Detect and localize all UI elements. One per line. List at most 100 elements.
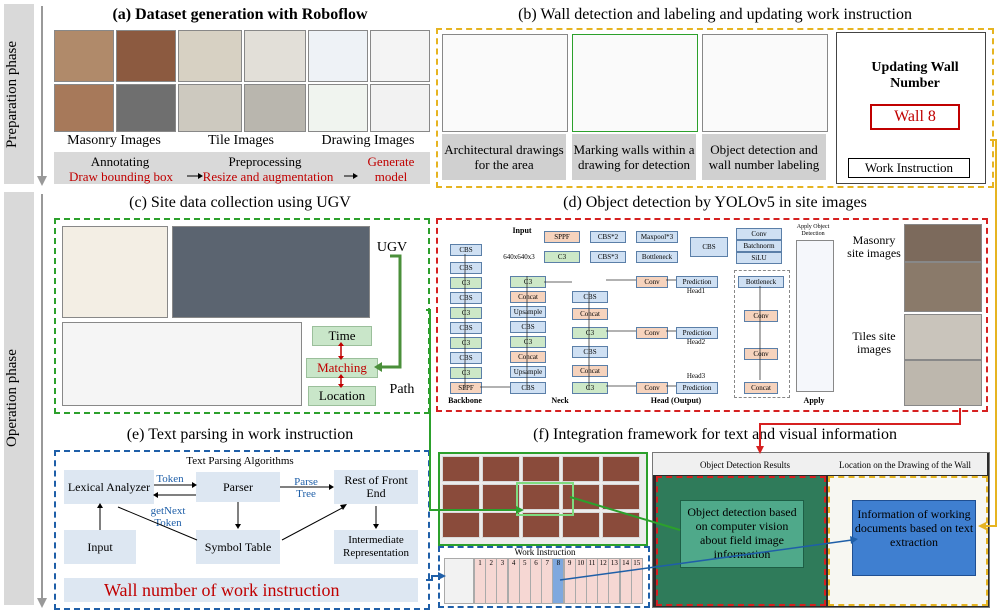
lexical-analyzer: Lexical Analyzer — [64, 470, 154, 504]
legend-maxpool: Maxpool*3 — [636, 231, 678, 243]
step-preprocess-bottom: Resize and augmentation — [202, 169, 334, 184]
head-output-label: Head (Output) — [650, 396, 702, 405]
neck-upsample-a: Upsample — [510, 306, 546, 318]
site-image-tile — [442, 484, 480, 510]
neck-c3-a: C3 — [510, 276, 546, 288]
tile-site-2 — [904, 360, 982, 406]
panel-d-frame — [436, 218, 988, 412]
work-instruction-label: Work Instruction — [848, 158, 970, 178]
step-annotating-top: Annotating — [90, 154, 150, 169]
tile-caption: Tile Images — [208, 133, 274, 148]
neck-cbs-c: CBS — [572, 291, 608, 303]
neck-upsample-b: Upsample — [510, 366, 546, 378]
token-label: Token — [156, 473, 184, 485]
rest-of-front-end: Rest of Front End — [334, 470, 418, 504]
neck-concat-a: Concat — [510, 291, 546, 303]
step-annotating-bottom: Draw bounding box — [69, 169, 173, 184]
location-drawing-label: Location on the Drawing of the Wall — [838, 460, 972, 470]
updating-wall-number: Updating Wall Number — [871, 60, 959, 91]
backbone-cbs-3: CBS — [450, 292, 482, 304]
legend-bottleneck: Bottleneck — [636, 251, 678, 263]
neck-cbs-a: CBS — [510, 321, 546, 333]
bottleneck-detail — [734, 270, 790, 398]
head-prediction-3: Prediction — [676, 382, 718, 394]
info-text-box: Information of working documents based o… — [852, 500, 976, 576]
floorplan-1 — [442, 34, 568, 132]
masonry-photo-3 — [54, 84, 114, 132]
bottleneck-conv-1: Conv — [744, 310, 778, 322]
neck-c3-b: C3 — [510, 336, 546, 348]
backbone-label: Backbone — [448, 396, 482, 405]
head-conv-1: Conv — [636, 276, 668, 288]
legend-cbs2: CBS*2 — [590, 231, 626, 243]
backbone-cbs-2: CBS — [450, 262, 482, 274]
site-image-tile — [482, 512, 520, 538]
step-arrows — [187, 173, 358, 179]
head1-label: Head1 — [686, 287, 706, 295]
backbone-c3-4: C3 — [450, 367, 482, 379]
parser: Parser — [196, 472, 280, 502]
head-conv-3: Conv — [636, 382, 668, 394]
site-image-tile — [602, 484, 640, 510]
drawing-photo-1 — [308, 30, 368, 82]
backbone-cbs-4: CBS — [450, 322, 482, 334]
odr-label: Object Detection Results — [700, 460, 790, 470]
algo-title: Text Parsing Algorithms — [186, 455, 294, 467]
od-text-box: Object detection based on computer visio… — [680, 500, 804, 568]
preparation-phase-bar — [4, 4, 34, 184]
tile-photo-3 — [178, 84, 242, 132]
tile-photo-4 — [244, 84, 306, 132]
apply-label: Apply — [803, 396, 825, 405]
masonry-caption: Masonry Images — [67, 133, 161, 148]
backbone-cbs-5: CBS — [450, 352, 482, 364]
legend-c3: C3 — [544, 251, 580, 263]
backbone-c3-2: C3 — [450, 307, 482, 319]
panel-e-frame — [54, 450, 430, 610]
site-image-tile — [482, 456, 520, 482]
bottleneck-concat: Concat — [744, 382, 778, 394]
neck-concat-d: Concat — [572, 365, 608, 377]
ugv-photo — [172, 226, 370, 318]
step-generate-bottom: model — [374, 169, 408, 184]
panel-f-title: (f) Integration framework for text and v… — [533, 426, 897, 443]
site-image-tile — [562, 512, 600, 538]
backbone-c3-3: C3 — [450, 337, 482, 349]
site-image-tile — [522, 456, 560, 482]
site-image-tile — [522, 484, 560, 510]
backbone-c3-1: C3 — [450, 277, 482, 289]
ugv-label: UGV — [376, 240, 408, 255]
legend-batchnorm: Batchnorm — [736, 240, 782, 252]
operation-phase-bar — [4, 192, 34, 605]
head3-label: Head3 — [686, 372, 706, 380]
panel-c-title: (c) Site data collection using UGV — [129, 194, 351, 211]
neck-label: Neck — [551, 396, 569, 405]
site-image-tile — [522, 512, 560, 538]
phase-arrows — [37, 6, 47, 608]
step-preprocess-top: Preprocessing — [228, 154, 302, 169]
getnext-token-label: getNext Token — [150, 505, 186, 529]
neck-cbs-b: CBS — [510, 382, 546, 394]
drawing-photo-4 — [370, 84, 430, 132]
input-box: Input — [64, 530, 136, 564]
backbone-cbs-1: CBS — [450, 244, 482, 256]
wall-number-banner: Wall number of work instruction — [64, 578, 418, 602]
input-size: 640x640x3 — [503, 253, 535, 261]
tile-photo-2 — [244, 30, 306, 82]
tile-site-1 — [904, 314, 982, 360]
neck-concat-c: Concat — [572, 308, 608, 320]
masonry-photo-2 — [116, 30, 176, 82]
drawing-photo-2 — [370, 30, 430, 82]
symbol-table: Symbol Table — [196, 530, 280, 564]
drawing-matching-image — [62, 322, 302, 406]
panel-c-arrows — [338, 254, 402, 388]
floorplan-2 — [572, 34, 698, 132]
neck-concat-b: Concat — [510, 351, 546, 363]
head-conv-2: Conv — [636, 327, 668, 339]
work-instruction-title: Work Instruction — [514, 547, 576, 557]
caption-architectural: Architectural drawings for the area — [442, 134, 566, 180]
step-generate-top: Generate — [367, 154, 415, 169]
wall-8-label: Wall 8 — [870, 104, 960, 130]
site-image-tile — [562, 484, 600, 510]
legend-conv: Conv — [736, 228, 782, 240]
apply-top-label: Apply Object Detection — [796, 224, 830, 237]
